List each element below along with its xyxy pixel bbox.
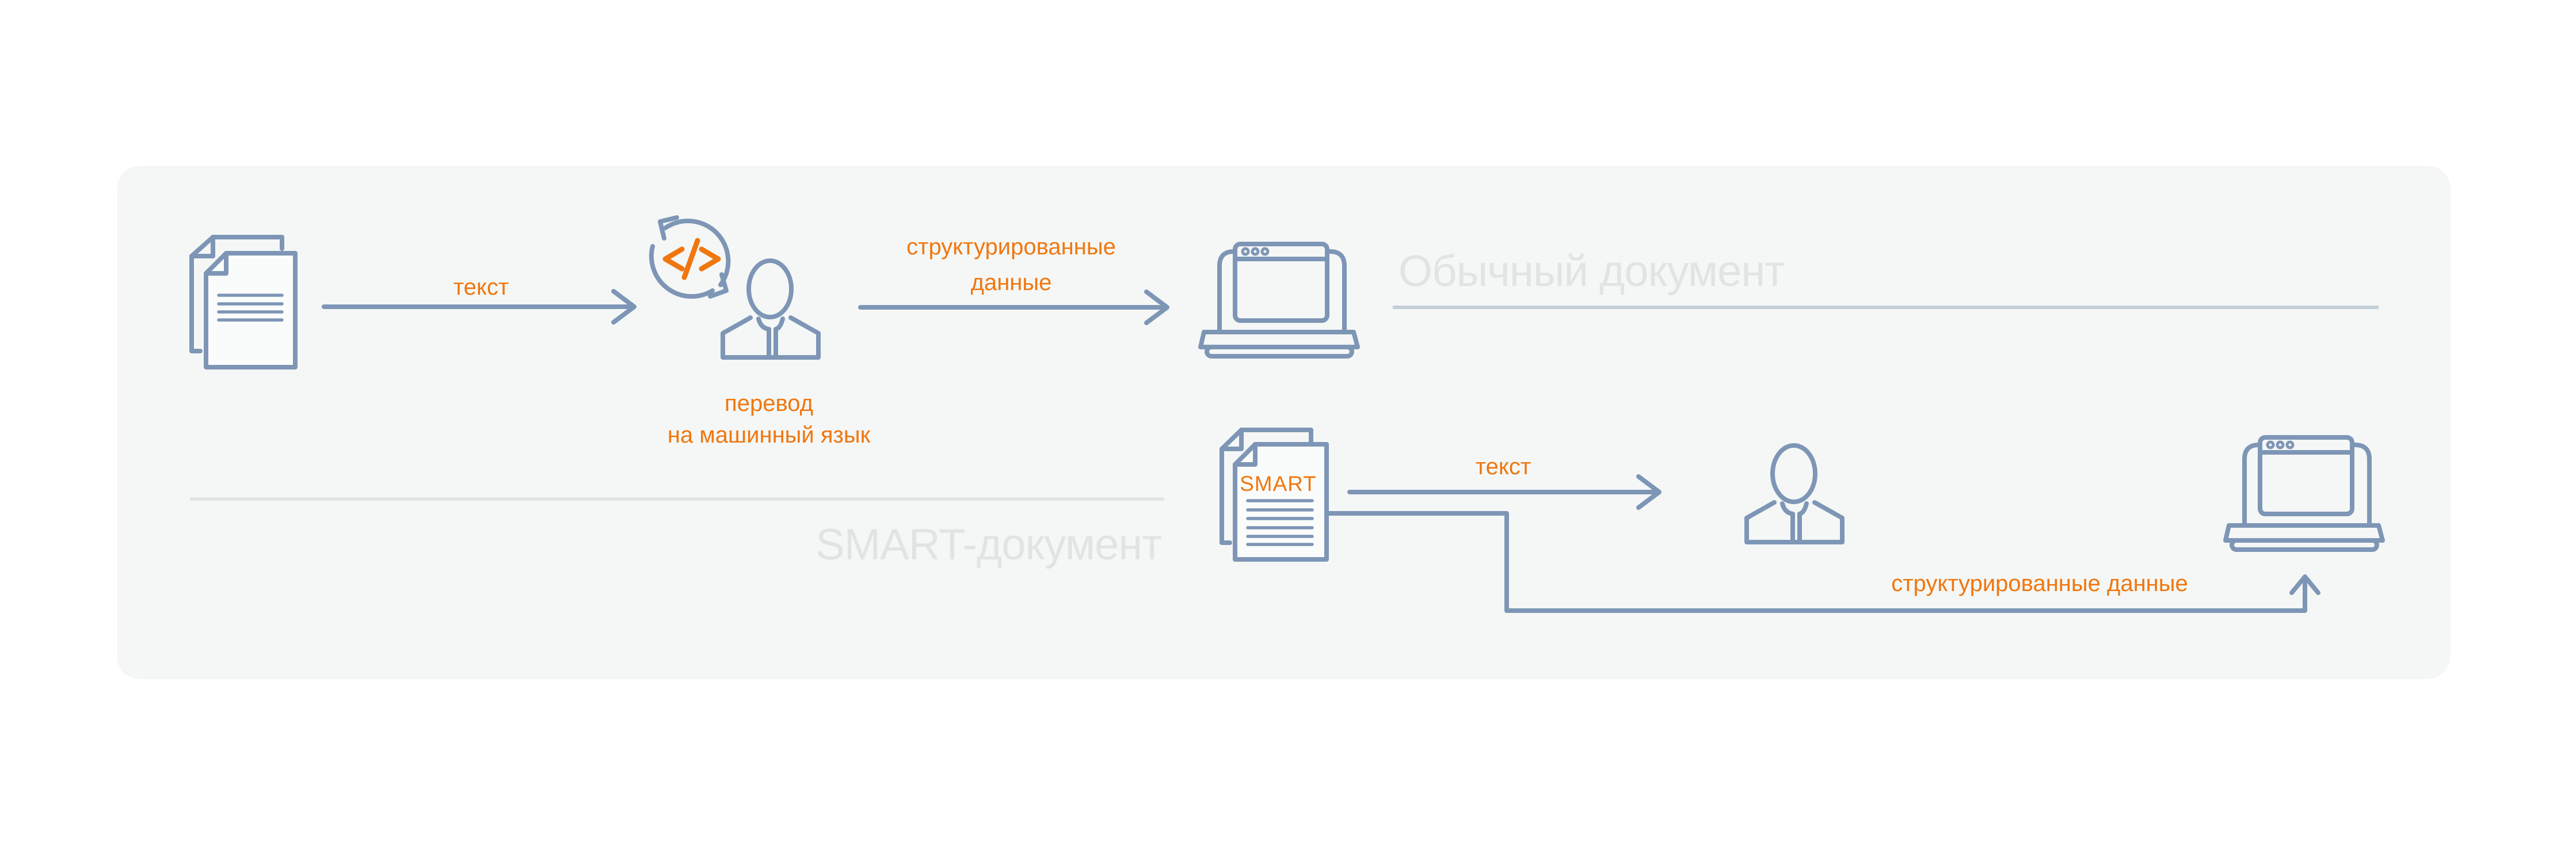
code-tag-icon [662, 238, 721, 280]
bottom-structured-label: структурированные данные [1891, 571, 2188, 596]
smart-documents-icon: SMART [1220, 428, 1329, 562]
smart-document-text-lines [1246, 499, 1314, 546]
document-text-lines [217, 294, 284, 322]
bottom-text-label: текст [1476, 454, 1531, 479]
top-structured-label-line-1: структурированные [906, 234, 1116, 260]
code-sync-icon [649, 215, 731, 299]
top-structured-arrow-icon [858, 289, 1169, 325]
regular-document-title: Обычный документ [1398, 247, 1784, 296]
structured-data-elbow-arrow-icon [1324, 511, 2320, 613]
smart-document-title: SMART-документ [816, 520, 1161, 569]
top-structured-label-line-2: данные [971, 270, 1052, 295]
translation-caption-line-1: перевод [725, 391, 813, 416]
documents-icon [189, 235, 298, 369]
top-text-label: текст [454, 275, 509, 300]
smart-badge-text: SMART [1240, 472, 1317, 496]
translation-caption-line-2: на машинный язык [668, 422, 871, 448]
top-text-arrow-icon [322, 289, 637, 325]
bottom-text-arrow-icon [1347, 474, 1662, 510]
